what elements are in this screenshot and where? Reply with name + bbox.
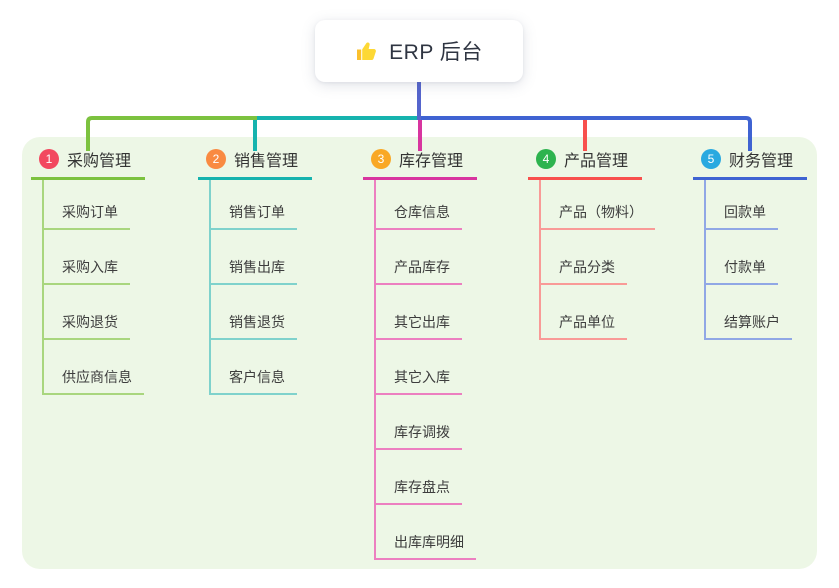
leaf-node[interactable]: 销售退货 bbox=[211, 285, 297, 340]
branch-title-label: 采购管理 bbox=[67, 152, 132, 170]
leaf-node[interactable]: 付款单 bbox=[706, 230, 778, 285]
branch-title-node[interactable]: 4 产品管理 bbox=[528, 147, 642, 180]
leaf-node[interactable]: 库存调拨 bbox=[376, 395, 462, 450]
branch-number-badge: 1 bbox=[39, 148, 59, 169]
branch-3: 3 库存管理仓库信息产品库存其它出库其它入库库存调拨库存盘点出库库明细 bbox=[363, 147, 477, 560]
branch-title-node[interactable]: 3 库存管理 bbox=[363, 147, 477, 180]
leaf-node[interactable]: 产品（物料） bbox=[541, 180, 655, 230]
branch-items: 仓库信息产品库存其它出库其它入库库存调拨库存盘点出库库明细 bbox=[374, 180, 476, 560]
branch-number-badge: 3 bbox=[371, 148, 391, 169]
leaf-node[interactable]: 回款单 bbox=[706, 180, 778, 230]
branch-title-label: 库存管理 bbox=[399, 152, 464, 170]
leaf-node[interactable]: 采购订单 bbox=[44, 180, 130, 230]
thumbs-up-icon bbox=[357, 42, 377, 60]
branch-number-badge: 2 bbox=[206, 148, 226, 169]
leaf-node[interactable]: 销售订单 bbox=[211, 180, 297, 230]
root-node-title: ERP 后台 bbox=[389, 41, 483, 64]
branch-items: 采购订单采购入库采购退货供应商信息 bbox=[42, 180, 144, 395]
leaf-node[interactable]: 销售出库 bbox=[211, 230, 297, 285]
branch-4: 4 产品管理产品（物料）产品分类产品单位 bbox=[528, 147, 655, 340]
branch-5: 5 财务管理回款单付款单结算账户 bbox=[693, 147, 807, 340]
leaf-node[interactable]: 其它出库 bbox=[376, 285, 462, 340]
leaf-node[interactable]: 结算账户 bbox=[706, 285, 792, 340]
leaf-node[interactable]: 供应商信息 bbox=[44, 340, 144, 395]
branch-title-node[interactable]: 5 财务管理 bbox=[693, 147, 807, 180]
leaf-node[interactable]: 产品库存 bbox=[376, 230, 462, 285]
branch-1: 1 采购管理采购订单采购入库采购退货供应商信息 bbox=[31, 147, 145, 395]
branch-items: 产品（物料）产品分类产品单位 bbox=[539, 180, 655, 340]
branch-title-label: 销售管理 bbox=[234, 152, 299, 170]
branches-background-panel bbox=[22, 137, 817, 569]
branch-items: 回款单付款单结算账户 bbox=[704, 180, 792, 340]
branch-number-badge: 4 bbox=[536, 148, 556, 169]
branch-title-node[interactable]: 2 销售管理 bbox=[198, 147, 312, 180]
leaf-node[interactable]: 仓库信息 bbox=[376, 180, 462, 230]
branch-title-label: 财务管理 bbox=[729, 152, 794, 170]
branch-title-node[interactable]: 1 采购管理 bbox=[31, 147, 145, 180]
leaf-node[interactable]: 产品单位 bbox=[541, 285, 627, 340]
leaf-node[interactable]: 采购退货 bbox=[44, 285, 130, 340]
leaf-node[interactable]: 采购入库 bbox=[44, 230, 130, 285]
leaf-node[interactable]: 库存盘点 bbox=[376, 450, 462, 505]
leaf-node[interactable]: 其它入库 bbox=[376, 340, 462, 395]
branch-number-badge: 5 bbox=[701, 148, 721, 169]
root-node-erp[interactable]: ERP 后台 bbox=[315, 20, 523, 82]
leaf-node[interactable]: 产品分类 bbox=[541, 230, 627, 285]
branch-title-label: 产品管理 bbox=[564, 152, 629, 170]
branch-2: 2 销售管理销售订单销售出库销售退货客户信息 bbox=[198, 147, 312, 395]
leaf-node[interactable]: 客户信息 bbox=[211, 340, 297, 395]
leaf-node[interactable]: 出库库明细 bbox=[376, 505, 476, 560]
branch-items: 销售订单销售出库销售退货客户信息 bbox=[209, 180, 297, 395]
